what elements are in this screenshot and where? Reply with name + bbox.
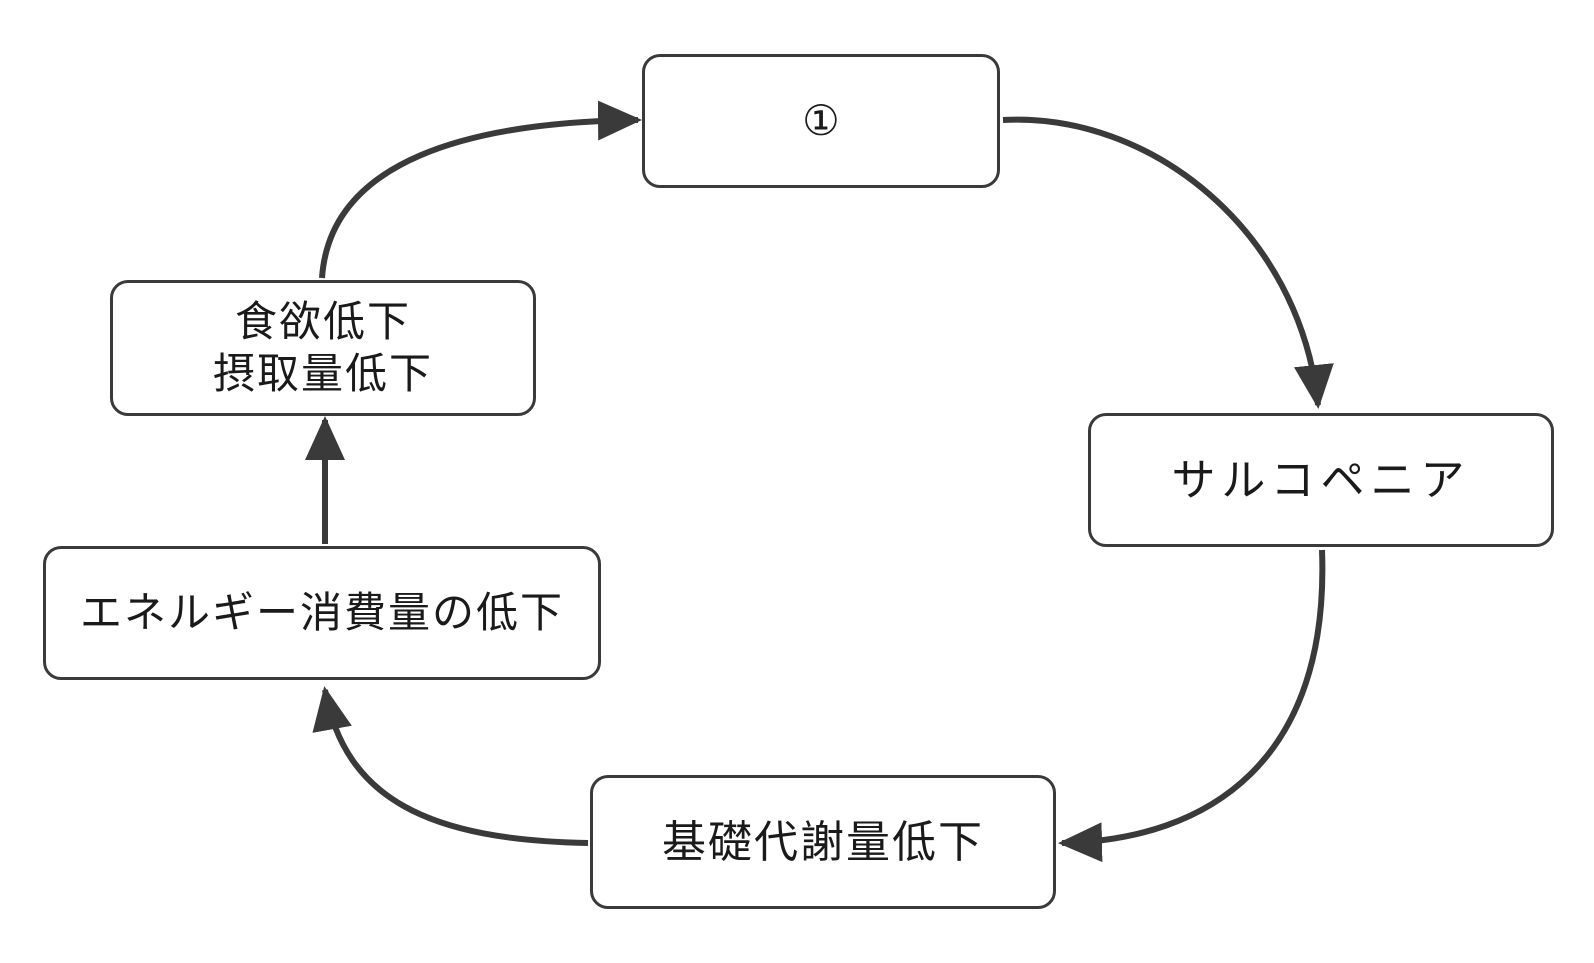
node-basal-metabolism-label: 基礎代謝量低下 [662, 816, 984, 868]
node-appetite-line2: 摂取量低下 [212, 349, 433, 398]
node-blank-1: ① [642, 54, 1000, 188]
node-appetite-line1: 食欲低下 [234, 296, 411, 346]
node-sarcopenia: サルコペニア [1088, 413, 1554, 547]
edge-appetite-to-top [319, 100, 642, 279]
node-energy-expenditure-decrease: エネルギー消費量の低下 [43, 546, 601, 680]
node-energy-expenditure-label: エネルギー消費量の低下 [79, 587, 564, 637]
node-basal-metabolism-decrease: 基礎代謝量低下 [590, 775, 1056, 909]
node-blank-1-label: ① [802, 95, 840, 145]
edge-bmr-to-energy [312, 686, 589, 846]
node-sarcopenia-label: サルコペニア [1171, 454, 1471, 506]
edge-sarcopenia-to-bmr [1058, 549, 1326, 863]
edge-top-to-sarcopenia [1002, 116, 1334, 409]
node-appetite-intake-decrease: 食欲低下 摂取量低下 [110, 280, 536, 416]
